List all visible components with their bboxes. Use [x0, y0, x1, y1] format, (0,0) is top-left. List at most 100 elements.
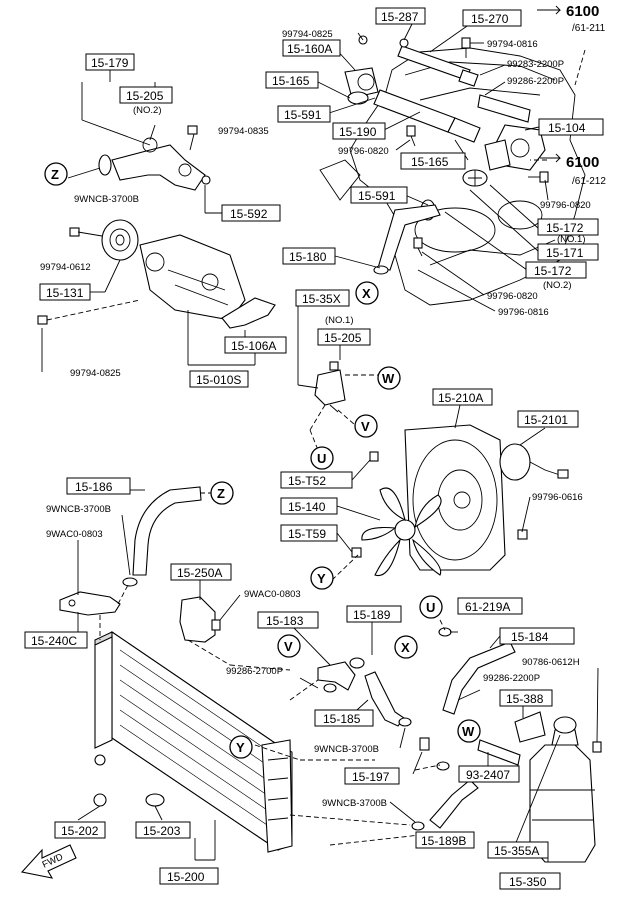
svg-text:15-010S: 15-010S: [196, 373, 241, 387]
cushion-15-203: [145, 793, 165, 807]
part-no-99286-2200P-top: 99286-2200P: [507, 76, 564, 87]
gasket-15-592: [201, 175, 211, 185]
label-box-15-172-a: 15-172: [537, 218, 599, 236]
svg-text:15-2101: 15-2101: [524, 413, 568, 427]
drain-plug-15-202: [93, 793, 107, 807]
callout-y-upper: Y: [310, 566, 334, 590]
svg-text:15-106A: 15-106A: [231, 339, 276, 353]
section-ref-6100-top: 6100: [566, 3, 599, 20]
callout-v-upper: V: [354, 414, 378, 438]
svg-text:61-219A: 61-219A: [465, 600, 510, 614]
hose-15-189B: [429, 779, 479, 829]
svg-text:15-200: 15-200: [167, 870, 205, 884]
label-box-15-190: 15-190: [332, 122, 386, 140]
note-no2-a: (NO.2): [133, 105, 162, 116]
callout-v-lower: V: [277, 634, 301, 658]
part-no-99286-2200P-b: 99286-2200P: [483, 673, 540, 684]
label-box-15-210A: 15-210A: [432, 388, 493, 406]
part-no-9WAC0-0803-b: 9WAC0-0803: [244, 589, 301, 600]
svg-text:15-287: 15-287: [381, 10, 419, 24]
svg-text:15-592: 15-592: [230, 207, 268, 221]
bolt-fan-1: [369, 451, 379, 462]
engine-outline: [319, 47, 586, 306]
callout-u-lower: U: [419, 595, 443, 619]
upper-hose-15-186: [132, 486, 202, 576]
radiator-15-200: [94, 630, 293, 853]
label-box-15-591-b: 15-591: [350, 186, 408, 204]
part-no-9WAC0-0803-a: 9WAC0-0803: [46, 529, 103, 540]
nut-fan-15-T59: [351, 547, 362, 558]
water-pump-15-010S: [139, 234, 246, 321]
note-no1-a: (NO.1): [557, 234, 586, 245]
part-no-99794-0612: 99794-0612: [40, 262, 91, 273]
label-box-15-165-a: 15-165: [265, 71, 319, 89]
callout-u-upper: U: [310, 446, 334, 470]
svg-text:W: W: [382, 371, 395, 386]
label-box-15-104: 15-104: [538, 118, 604, 136]
label-box-15-2101: 15-2101: [517, 410, 579, 428]
label-box-15-202: 15-202: [54, 821, 106, 839]
note-no2-b: (NO.2): [543, 280, 572, 291]
svg-text:15-184: 15-184: [511, 630, 549, 644]
callout-w-lower: W: [457, 719, 481, 743]
svg-text:Z: Z: [217, 486, 225, 501]
svg-text:15-205: 15-205: [126, 89, 164, 103]
label-box-15-388: 15-388: [499, 689, 553, 707]
hose-15-183: [317, 661, 356, 691]
section-ref-6100-mid: 6100: [566, 154, 599, 171]
water-pipe-15-180: [373, 204, 441, 275]
part-no-99794-0835: 99794-0835: [218, 126, 269, 137]
clamp-mid-1: [323, 683, 337, 693]
label-box-15-010S: 15-010S: [189, 370, 249, 388]
bracket-15-388: [514, 711, 546, 743]
thermostat-housing-15-104: [484, 124, 546, 171]
svg-text:15-179: 15-179: [91, 56, 129, 70]
svg-text:15-T52: 15-T52: [288, 474, 326, 488]
svg-text:U: U: [426, 600, 435, 615]
forward-arrow: FWD: [20, 844, 77, 879]
callout-z-upper: Z: [44, 162, 68, 186]
label-box-15-T52: 15-T52: [280, 471, 353, 489]
svg-text:15-388: 15-388: [506, 692, 544, 706]
callout-z-lower: Z: [210, 481, 234, 505]
part-no-99796-0820-c: 99796-0820: [487, 291, 538, 302]
svg-text:15-172: 15-172: [534, 264, 572, 278]
water-inlet-15-160A: [344, 67, 379, 105]
bolt-upper-1: [461, 37, 471, 58]
part-no-99796-0816: 99796-0816: [498, 307, 549, 318]
svg-text:15-172: 15-172: [546, 221, 584, 235]
part-no-99796-0820-a: 99796-0820: [338, 146, 389, 157]
label-box-15-183: 15-183: [257, 611, 319, 629]
clamp-mid-5: [436, 761, 450, 771]
svg-text:W: W: [462, 724, 475, 739]
part-no-90786-0612H: 90786-0612H: [522, 657, 580, 668]
svg-text:15-240C: 15-240C: [31, 634, 77, 648]
svg-text:X: X: [362, 286, 371, 301]
label-box-15-591-a: 15-591: [277, 105, 331, 123]
label-box-15-355A: 15-355A: [487, 841, 549, 859]
svg-text:15-185: 15-185: [323, 712, 361, 726]
svg-text:15-250A: 15-250A: [177, 566, 222, 580]
label-box-15-205-a: 15-205: [119, 86, 173, 104]
reservoir-15-350: [529, 729, 596, 863]
plug-15-287: [399, 38, 409, 48]
fan-shroud-15-210A: [404, 424, 506, 571]
label-box-61-219A: 61-219A: [457, 597, 523, 615]
svg-text:15-202: 15-202: [61, 824, 99, 838]
reservoir-cap-15-355A: [553, 716, 577, 734]
part-no-99796-0820-b: 99796-0820: [540, 200, 591, 211]
part-no-9WNCB-3700B-a: 9WNCB-3700B: [74, 194, 139, 205]
gasket-15-106A: [221, 297, 276, 329]
svg-text:V: V: [284, 639, 293, 654]
bolt-pump-2: [37, 299, 141, 325]
fitting-15-197: [419, 737, 430, 751]
label-box-15-350: 15-350: [499, 872, 561, 890]
svg-text:15-210A: 15-210A: [438, 391, 483, 405]
svg-text:93-2407: 93-2407: [466, 768, 510, 782]
label-box-15-172-b: 15-172: [525, 261, 587, 279]
part-no-99796-0616: 99796-0616: [532, 492, 583, 503]
bracket-15-250A: [179, 596, 221, 643]
callout-w-upper: W: [377, 366, 401, 390]
svg-text:15-183: 15-183: [266, 614, 304, 628]
svg-text:15-350: 15-350: [509, 875, 547, 889]
